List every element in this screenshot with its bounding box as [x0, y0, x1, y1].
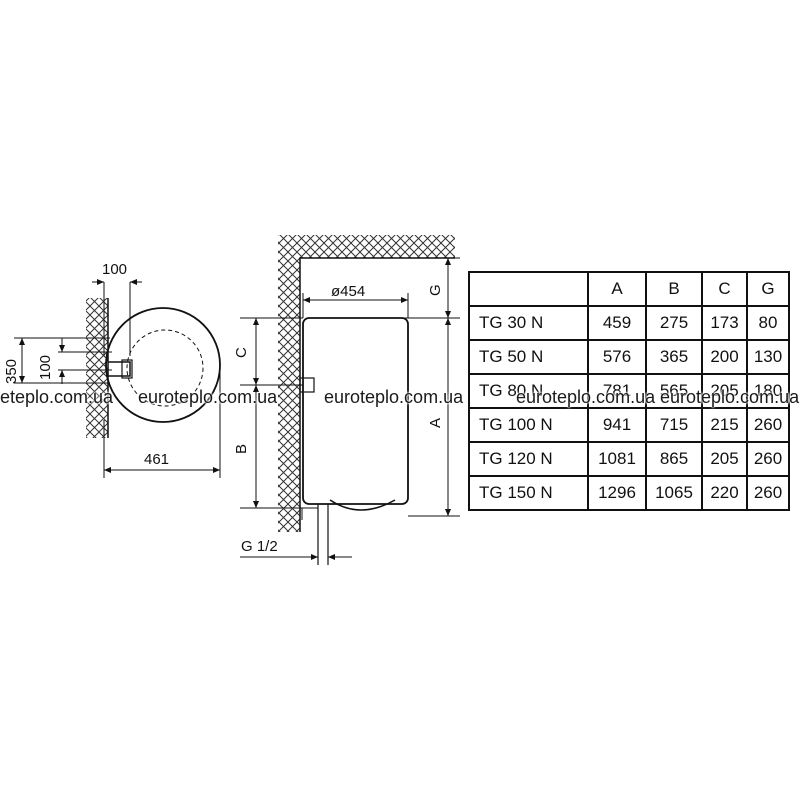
dimension-g-cell: 130 [746, 339, 790, 375]
dimension-c-cell: 215 [701, 407, 748, 443]
dimension-c-cell: 205 [701, 373, 748, 409]
dim-a: A [427, 418, 444, 428]
model-name-cell: TG 50 N [468, 339, 589, 375]
tank-body-side [302, 317, 409, 505]
dimension-a-cell: 576 [587, 339, 647, 375]
dimension-g-cell: 260 [746, 441, 790, 477]
tank-outline-top [105, 307, 221, 423]
dimension-g-cell: 80 [746, 305, 790, 341]
top-view: 100 350 100 461 [3, 261, 221, 478]
dimension-g-cell: 180 [746, 373, 790, 409]
table-header-cell: B [645, 271, 703, 307]
dimension-a-cell: 459 [587, 305, 647, 341]
table-header-cell [468, 271, 589, 307]
dim-depth: 461 [144, 451, 169, 468]
dim-side-offset: 100 [102, 261, 127, 278]
model-name-cell: TG 100 N [468, 407, 589, 443]
wall-hatch-top-view [86, 298, 108, 438]
table-header-cell: A [587, 271, 647, 307]
dimension-a-cell: 941 [587, 407, 647, 443]
dim-c: C [233, 347, 250, 358]
wall-hatch-side-view [278, 235, 455, 532]
dimension-c-cell: 205 [701, 441, 748, 477]
dimension-b-cell: 565 [645, 373, 703, 409]
dimension-b-cell: 865 [645, 441, 703, 477]
dim-b: B [233, 444, 250, 454]
dimension-b-cell: 715 [645, 407, 703, 443]
dimension-c-cell: 200 [701, 339, 748, 375]
dimension-g-cell: 260 [746, 407, 790, 443]
model-name-cell: TG 150 N [468, 475, 589, 511]
dimension-b-cell: 275 [645, 305, 703, 341]
dimension-a-cell: 1081 [587, 441, 647, 477]
model-name-cell: TG 80 N [468, 373, 589, 409]
dimension-b-cell: 1065 [645, 475, 703, 511]
table-header-row: A B C G [468, 271, 790, 307]
dimension-g-cell: 260 [746, 475, 790, 511]
side-view: ø454 G A C B G 1/2 [233, 235, 460, 565]
table-header-cell: C [701, 271, 748, 307]
dim-height-left: 350 [3, 359, 20, 384]
dim-pipe-thread: G 1/2 [241, 538, 278, 555]
flange-dashed [126, 329, 204, 407]
model-name-cell: TG 30 N [468, 305, 589, 341]
dim-diameter: ø454 [331, 283, 365, 300]
dimension-a-cell: 781 [587, 373, 647, 409]
dim-height-inner: 100 [37, 355, 54, 380]
dimension-b-cell: 365 [645, 339, 703, 375]
dimension-c-cell: 220 [701, 475, 748, 511]
dimension-c-cell: 173 [701, 305, 748, 341]
model-name-cell: TG 120 N [468, 441, 589, 477]
dim-g: G [427, 284, 444, 296]
table-header-cell: G [746, 271, 790, 307]
dimension-a-cell: 1296 [587, 475, 647, 511]
